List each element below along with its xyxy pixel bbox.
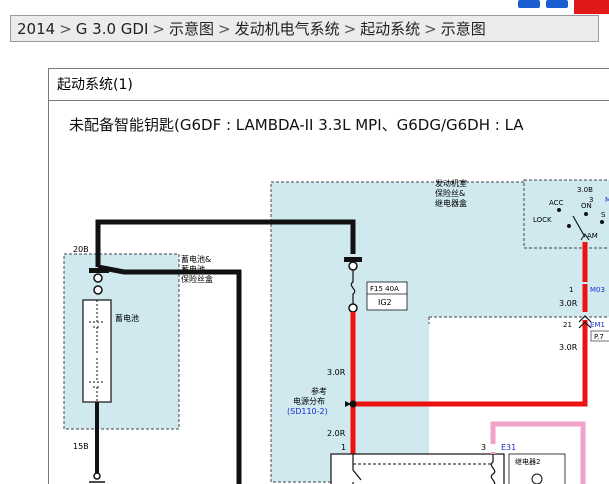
splice-point — [349, 400, 357, 408]
engine-box-label-1: 发动机室 — [435, 178, 467, 188]
em-conn[interactable]: EM1 — [590, 321, 605, 329]
wire-black-down — [97, 264, 242, 484]
wire-20b — [95, 219, 356, 267]
breadcrumb-item-starting[interactable]: 起动系统 — [360, 20, 421, 38]
fuse-terminal — [348, 261, 358, 271]
battery-terminal — [93, 273, 103, 283]
ref-label-2: 电源分布 — [293, 396, 325, 406]
ignition-switch-icon — [572, 215, 586, 238]
switch-conn-m03[interactable]: M03 — [590, 286, 605, 294]
relay-body — [330, 453, 505, 484]
wire-2-0r: 2.0R — [327, 429, 346, 438]
diagram-panel: 起动系统(1) 未配备智能钥匙(G6DF : LAMBDA-II 3.3L MP… — [48, 68, 609, 484]
battery-terminal — [93, 285, 103, 295]
relay-circle-icon — [531, 473, 543, 484]
switch-wire-3-0r: 3.0R — [559, 299, 578, 308]
panel-title: 起动系统(1) — [49, 69, 609, 101]
engine-box-label-3: 继电器盒 — [435, 198, 467, 208]
breadcrumb-item-electrical[interactable]: 发动机电气系统 — [234, 20, 340, 38]
breadcrumb-separator: > — [343, 20, 357, 38]
fuse-terminal — [348, 303, 358, 313]
ground-icon — [93, 472, 101, 480]
switch-on: ON — [581, 202, 592, 210]
switch-wire-3-0b: 3.0B — [577, 186, 593, 194]
battery-fuse-box — [63, 253, 180, 430]
battery-box-label-1: 蓄电池& — [181, 254, 211, 264]
switch-lock: LOCK — [533, 216, 552, 224]
fuse-rating: F15 40A — [370, 285, 399, 293]
breadcrumb-item-diagrams[interactable]: 示意图 — [168, 20, 214, 38]
fuse-label-box — [366, 281, 408, 311]
breadcrumb-separator: > — [152, 20, 165, 38]
fuse-ig2: IG2 — [378, 298, 392, 307]
breadcrumb-separator: > — [424, 20, 437, 38]
relay-info-box — [508, 453, 566, 484]
em-page[interactable]: P.7 — [594, 333, 604, 341]
relay-switch-icon — [352, 454, 362, 484]
breadcrumb: 2014>G 3.0 GDI>示意图>发动机电气系统>起动系统>示意图 — [10, 15, 599, 42]
ignition-switch-box — [523, 179, 609, 249]
switch-acc: ACC — [549, 199, 564, 207]
battery-box-label-3: 保险丝盒 — [181, 274, 213, 284]
wire-3-0r-left: 3.0R — [327, 368, 346, 377]
conn-e31-top[interactable]: E31 — [501, 443, 516, 452]
switch-am: AM — [587, 232, 598, 240]
breadcrumb-item-engine[interactable]: G 3.0 GDI — [75, 20, 149, 38]
ref-link[interactable]: (SD110-2) — [287, 407, 328, 416]
relay-pin-1: 1 — [341, 443, 346, 452]
breadcrumb-item-year[interactable]: 2014 — [17, 20, 56, 38]
wiring-diagram: 未配备智能钥匙(G6DF : LAMBDA-II 3.3L MPI、G6DG/G… — [63, 116, 609, 484]
diagram-subtitle: 未配备智能钥匙(G6DF : LAMBDA-II 3.3L MPI、G6DG/G… — [69, 116, 524, 134]
switch-s: S — [601, 211, 606, 219]
wire-15b-label: 15B — [73, 442, 89, 451]
battery-label: 蓄电池 — [115, 313, 139, 323]
brand-logo — [518, 0, 609, 14]
ref-label-1: 参考 — [311, 386, 327, 396]
switch-pin-1: 1 — [569, 286, 573, 294]
switch-pin-3: 3 — [589, 196, 593, 204]
battery-box-label-2: 蓄电池 — [181, 264, 205, 274]
wire-20b-label: 20B — [73, 245, 89, 254]
relay-name: 继电器2 — [515, 457, 540, 466]
breadcrumb-item-current: 示意图 — [440, 20, 486, 38]
em-pin-21: 21 — [563, 321, 572, 329]
em-wire-3-0r: 3.0R — [559, 343, 578, 352]
relay-pin-3: 3 — [481, 443, 486, 452]
engine-box-label-2: 保险丝& — [435, 188, 465, 198]
breadcrumb-separator: > — [217, 20, 231, 38]
wire-red-horizontal — [353, 320, 588, 407]
fuse-f15-icon — [350, 270, 356, 304]
wire-pink — [490, 421, 586, 484]
switch-conn-m[interactable]: M — [605, 196, 609, 204]
breadcrumb-separator: > — [59, 20, 72, 38]
